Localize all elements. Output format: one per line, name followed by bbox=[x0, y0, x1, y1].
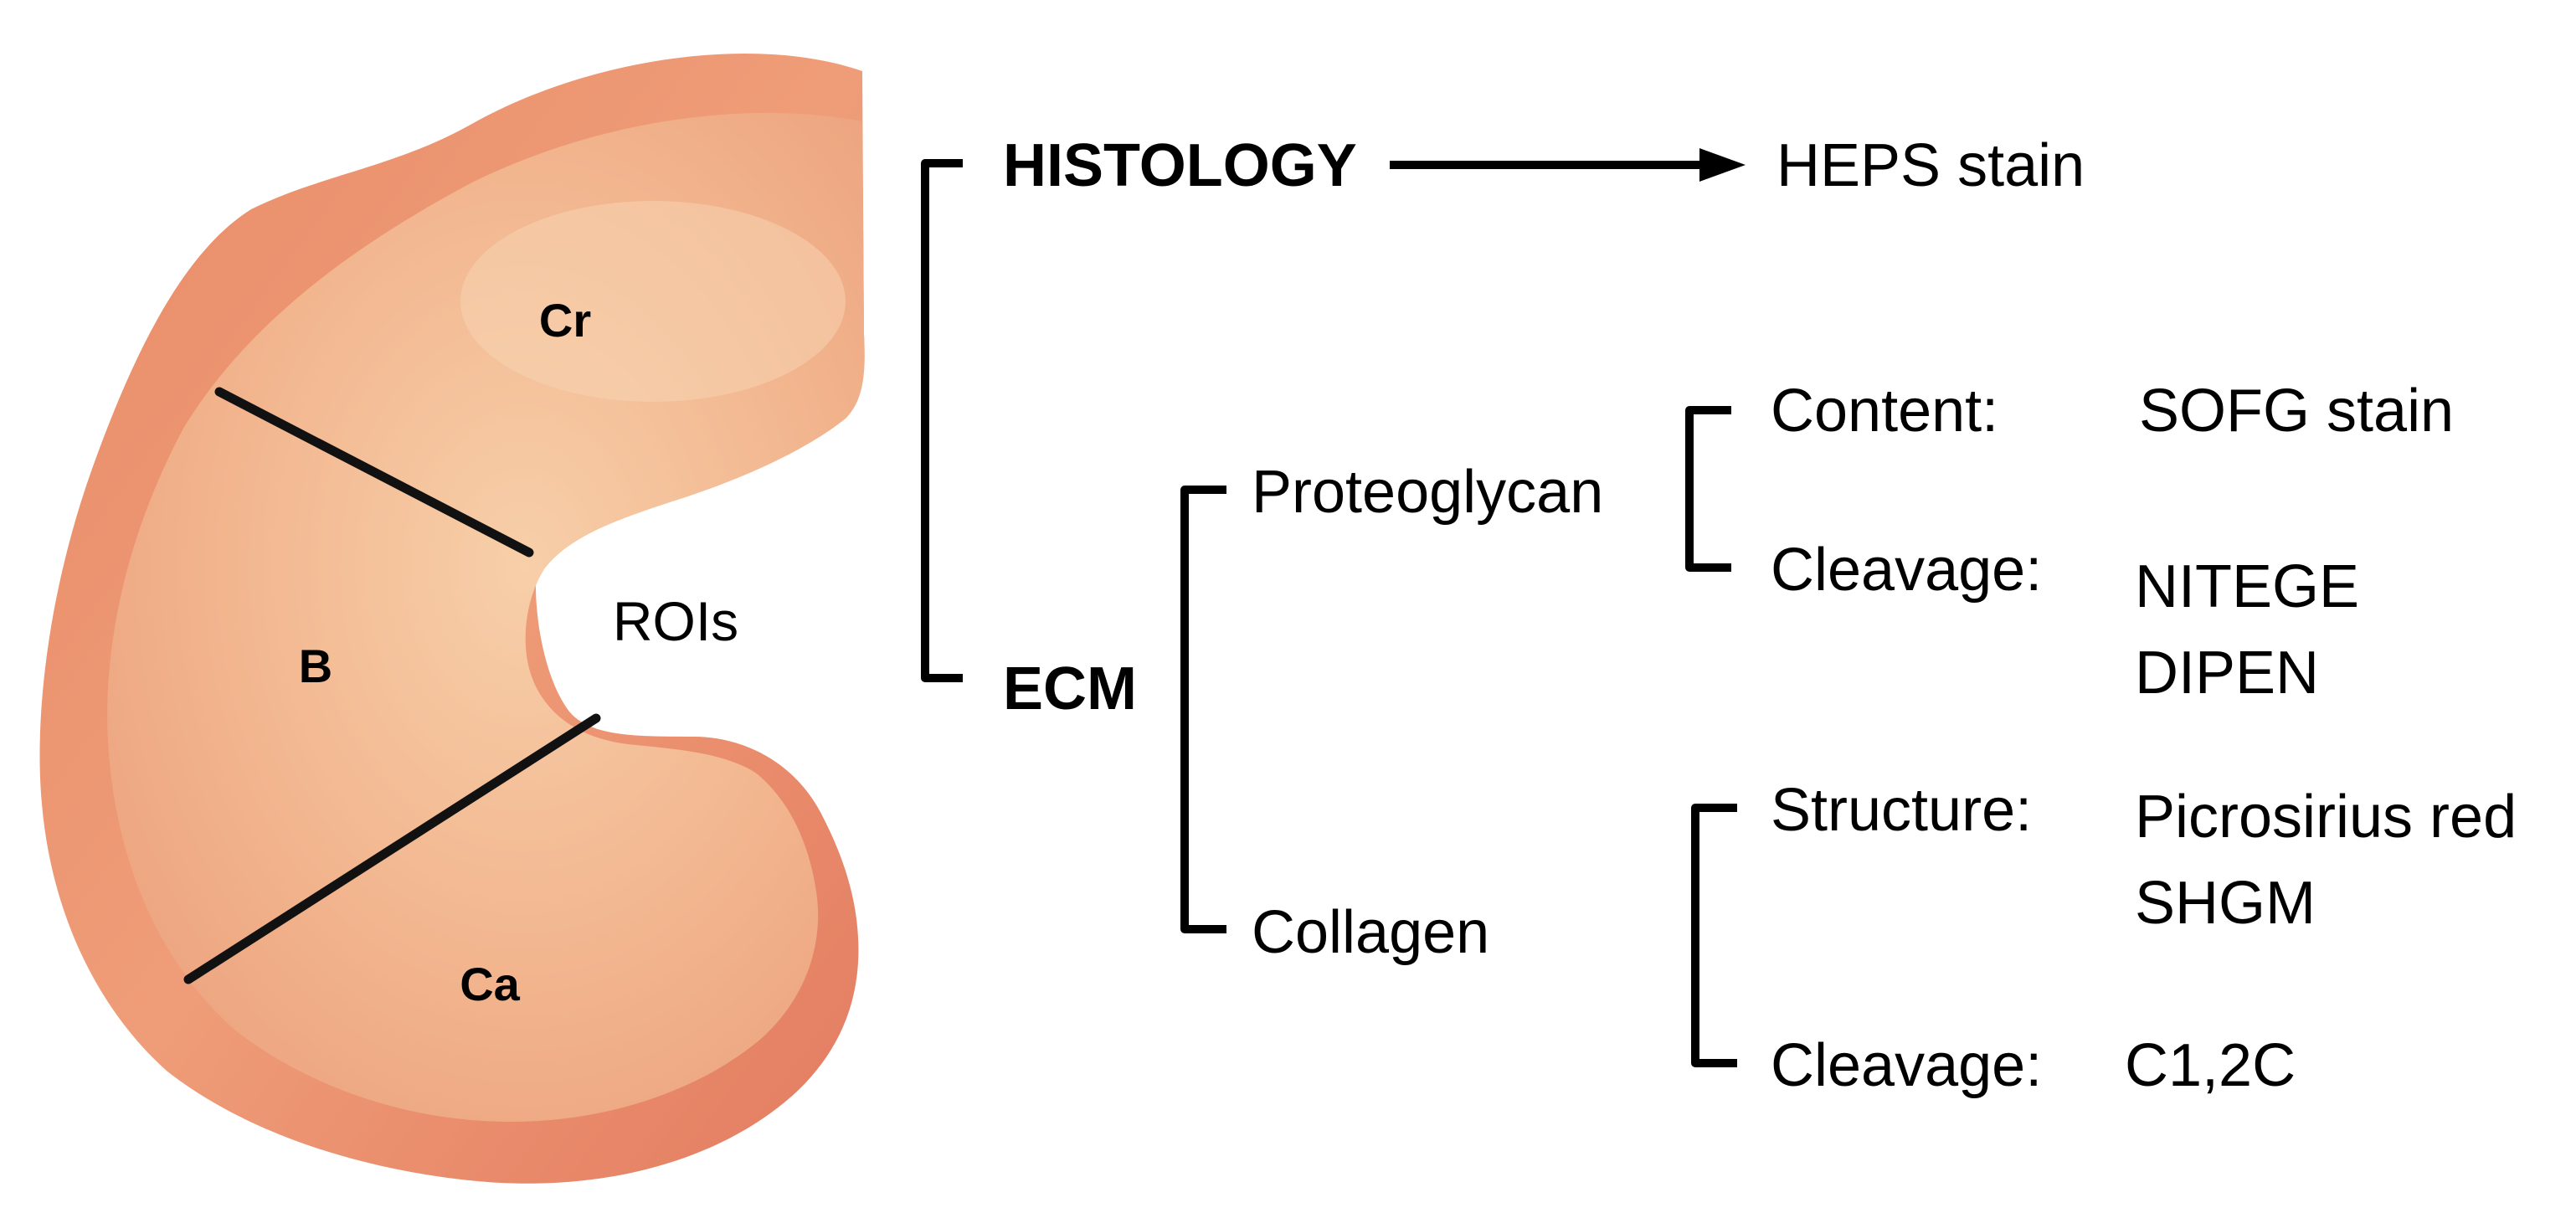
region-label-body: B bbox=[299, 640, 332, 692]
roi-divider-line-body-caudal bbox=[183, 713, 601, 984]
pg-cleavage-method-1: NITEGE bbox=[2135, 553, 2359, 620]
col-structure-method-1: Picrosirius red bbox=[2135, 784, 2517, 851]
pg-content-label: Content: bbox=[1771, 378, 1998, 445]
bracket-histology-ecm bbox=[921, 159, 963, 682]
meniscus-specimen: Cr B Ca bbox=[39, 54, 865, 1184]
roi-label: ROIs bbox=[613, 590, 738, 652]
pg-content-method: SOFG stain bbox=[2139, 378, 2454, 445]
histology-method: HEPS stain bbox=[1776, 132, 2085, 199]
col-structure-label: Structure: bbox=[1771, 777, 2032, 844]
col-cleavage-label: Cleavage: bbox=[1771, 1032, 2042, 1099]
meniscus-sheen bbox=[460, 201, 846, 402]
col-cleavage-method: C1,2C bbox=[2125, 1032, 2296, 1099]
bracket-proteoglycan-collagen bbox=[1180, 486, 1226, 933]
collagen-label: Collagen bbox=[1252, 899, 1489, 966]
roi-divider-line-cranial-body bbox=[214, 387, 534, 558]
bracket-proteoglycan-details bbox=[1685, 406, 1731, 572]
bracket-collagen-details bbox=[1691, 804, 1737, 1067]
arrow-head-icon bbox=[1699, 148, 1746, 182]
pg-cleavage-label: Cleavage: bbox=[1771, 537, 2042, 604]
pg-cleavage-method-2: DIPEN bbox=[2135, 640, 2319, 707]
analysis-tree: HISTOLOGY HEPS stain ECM Proteoglycan Co… bbox=[921, 132, 2517, 1099]
col-structure-method-2: SHGM bbox=[2135, 870, 2316, 937]
proteoglycan-label: Proteoglycan bbox=[1252, 459, 1603, 526]
region-label-caudal: Ca bbox=[460, 958, 520, 1010]
histology-label: HISTOLOGY bbox=[1003, 132, 1357, 199]
ecm-label: ECM bbox=[1003, 655, 1137, 722]
region-label-cranial: Cr bbox=[539, 294, 591, 347]
